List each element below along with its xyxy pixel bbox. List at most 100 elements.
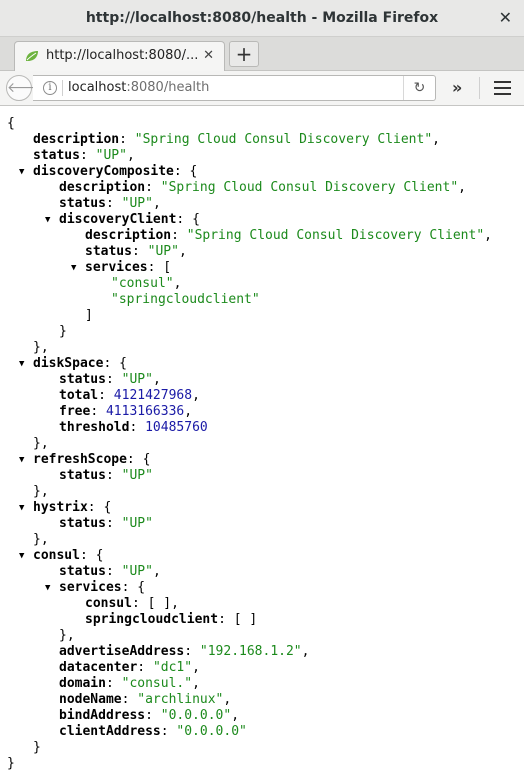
json-line: services: [ — [85, 260, 172, 275]
url-text[interactable]: localhost:8080/health — [68, 76, 209, 100]
collapse-toggle-icon[interactable]: ▼ — [19, 551, 25, 561]
spring-leaf-icon — [26, 51, 38, 61]
json-line: { — [7, 116, 15, 132]
json-line: description: "Spring Cloud Consul Discov… — [85, 228, 492, 243]
json-open-bracket: { — [137, 580, 146, 595]
json-open-bracket: { — [142, 452, 151, 467]
json-value: "192.168.1.2" — [199, 644, 302, 659]
json-line: domain: "consul.", — [59, 676, 200, 691]
window-close-button[interactable]: ✕ — [498, 8, 512, 27]
json-value: "UP" — [121, 516, 153, 531]
json-line: datacenter: "dc1", — [59, 660, 200, 675]
json-key: description — [85, 228, 172, 243]
json-line: status: "UP", — [33, 148, 135, 163]
json-open-bracket: { — [103, 500, 112, 515]
new-tab-button[interactable]: + — [229, 41, 259, 67]
json-line: consul: [ ], — [85, 596, 179, 611]
json-line: hystrix: { — [33, 500, 112, 515]
json-value: "0.0.0.0" — [176, 724, 247, 739]
json-line: }, — [59, 628, 75, 644]
json-key: status — [59, 516, 106, 531]
window-title: http://localhost:8080/health - Mozilla F… — [85, 10, 439, 26]
json-line: discoveryComposite: { — [33, 164, 198, 179]
info-icon[interactable]: i — [43, 81, 57, 95]
json-key: consul — [85, 596, 132, 611]
url-bar[interactable]: i localhost:8080/health ↻ — [33, 75, 436, 101]
json-line: discoveryClient: { — [59, 212, 200, 227]
json-key: domain — [59, 676, 106, 691]
json-key: discoveryClient — [59, 212, 177, 227]
collapse-toggle-icon[interactable]: ▼ — [45, 215, 51, 225]
json-line: description: "Spring Cloud Consul Discov… — [59, 180, 466, 195]
json-bracket: }, — [33, 532, 49, 547]
json-bracket: }, — [33, 484, 49, 499]
collapse-toggle-icon[interactable]: ▼ — [71, 263, 77, 273]
collapse-toggle-icon[interactable]: ▼ — [45, 583, 51, 593]
json-bracket: ] — [85, 308, 93, 323]
json-value: "UP" — [121, 372, 153, 387]
url-host: localhost — [68, 80, 127, 95]
json-value: "UP" — [121, 564, 153, 579]
window-titlebar: http://localhost:8080/health - Mozilla F… — [0, 0, 524, 37]
json-key: diskSpace — [33, 356, 104, 371]
collapse-toggle-icon[interactable]: ▼ — [19, 503, 25, 513]
json-key: services — [59, 580, 122, 595]
json-line: } — [59, 324, 67, 340]
json-value: [ ] — [233, 612, 258, 627]
json-bracket: } — [59, 324, 67, 339]
json-line: ] — [85, 308, 93, 324]
json-line: status: "UP", — [59, 564, 161, 579]
url-path: :8080/health — [126, 80, 210, 95]
json-key: datacenter — [59, 660, 138, 675]
json-open-bracket: [ — [163, 260, 172, 275]
tab-label: http://localhost:8080/... — [46, 48, 199, 63]
json-key: discoveryComposite — [33, 164, 174, 179]
json-line: services: { — [59, 580, 146, 595]
json-key: refreshScope — [33, 452, 127, 467]
json-bracket: } — [33, 740, 41, 755]
tab-close-button[interactable]: ✕ — [203, 48, 214, 63]
navigation-toolbar: 🡐 i localhost:8080/health ↻ » — [0, 71, 524, 106]
json-open-bracket: { — [95, 548, 104, 563]
json-line: threshold: 10485760 — [59, 420, 208, 435]
json-value: "UP" — [147, 244, 179, 259]
json-line: } — [33, 740, 41, 756]
json-line: status: "UP" — [59, 468, 153, 483]
json-key: free — [59, 404, 91, 419]
json-key: status — [59, 564, 106, 579]
collapse-toggle-icon[interactable]: ▼ — [19, 359, 25, 369]
hamburger-menu-icon[interactable] — [494, 81, 511, 99]
json-line: "springcloudclient" — [111, 292, 260, 308]
json-key: services — [85, 260, 148, 275]
json-line: clientAddress: "0.0.0.0" — [59, 724, 247, 739]
json-key: status — [59, 196, 106, 211]
json-value: "consul." — [121, 676, 193, 691]
json-value: "consul" — [111, 276, 174, 291]
toolbar-separator — [479, 77, 480, 99]
tab-health[interactable]: http://localhost:8080/... ✕ — [14, 41, 225, 71]
json-key: hystrix — [33, 500, 88, 515]
json-value: "springcloudclient" — [111, 292, 260, 307]
json-key: status — [85, 244, 132, 259]
json-key: description — [59, 180, 146, 195]
collapse-toggle-icon[interactable]: ▼ — [19, 167, 25, 177]
url-separator — [62, 80, 63, 96]
json-value: "UP" — [121, 468, 153, 483]
back-button[interactable]: 🡐 — [6, 75, 45, 101]
json-line: status: "UP", — [59, 372, 161, 387]
collapse-toggle-icon[interactable]: ▼ — [19, 455, 25, 465]
tab-strip: http://localhost:8080/... ✕ + — [0, 37, 524, 71]
json-key: total — [59, 388, 99, 403]
json-bracket: { — [7, 116, 15, 131]
json-line: status: "UP" — [59, 516, 153, 531]
json-open-bracket: { — [189, 164, 198, 179]
json-bracket: } — [7, 756, 15, 771]
json-key: bindAddress — [59, 708, 146, 723]
json-line: }, — [33, 484, 49, 500]
json-open-bracket: { — [192, 212, 200, 227]
json-value: "dc1" — [152, 660, 193, 675]
overflow-chevron-icon[interactable]: » — [452, 78, 463, 97]
json-key: consul — [33, 548, 80, 563]
reload-icon[interactable]: ↻ — [403, 76, 435, 100]
json-line: "consul", — [111, 276, 182, 291]
